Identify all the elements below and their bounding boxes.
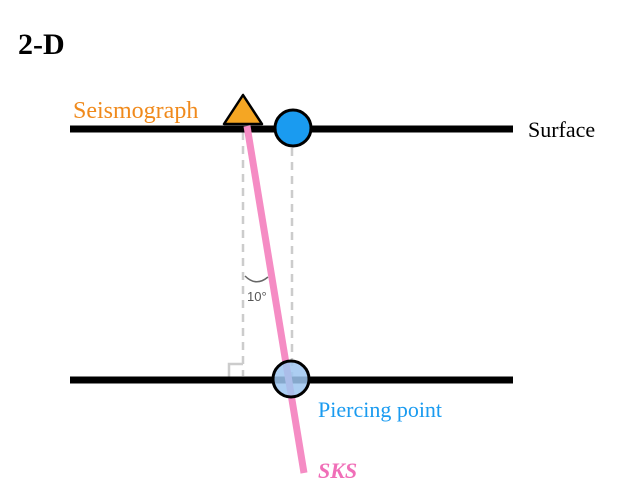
piercing-point-label: Piercing point	[318, 397, 442, 422]
seismograph-label: Seismograph	[73, 98, 198, 124]
diagram-title: 2-D	[18, 28, 65, 61]
sks-label: SKS	[318, 458, 357, 483]
right-angle-marker	[227, 362, 243, 379]
angle-label: 10°	[247, 289, 267, 304]
angle-arc	[244, 275, 269, 283]
surface-label: Surface	[528, 117, 595, 142]
station-circle-icon	[273, 108, 313, 148]
sks-ray	[243, 125, 308, 474]
piercing-point-circle-icon	[271, 359, 311, 399]
seismograph-triangle-icon	[222, 93, 264, 126]
